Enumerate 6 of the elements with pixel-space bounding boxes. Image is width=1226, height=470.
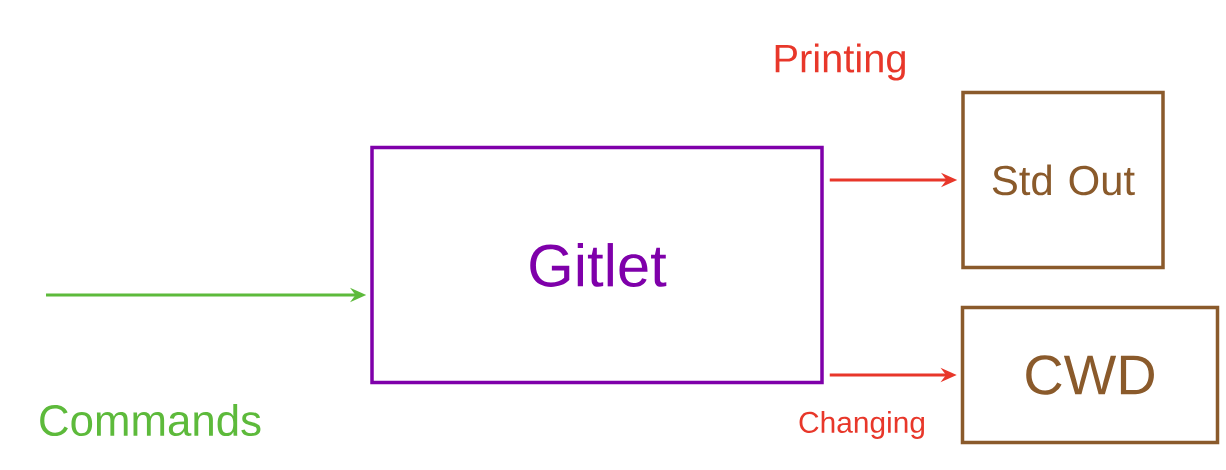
process-box: Std Out [961, 90, 1165, 270]
edge-label: Changing [799, 411, 925, 439]
process-box: CWD [960, 305, 1220, 445]
edge-label: Printing [775, 43, 905, 81]
process-box: Gitlet [370, 145, 824, 385]
edge-label: Commands [40, 403, 261, 437]
